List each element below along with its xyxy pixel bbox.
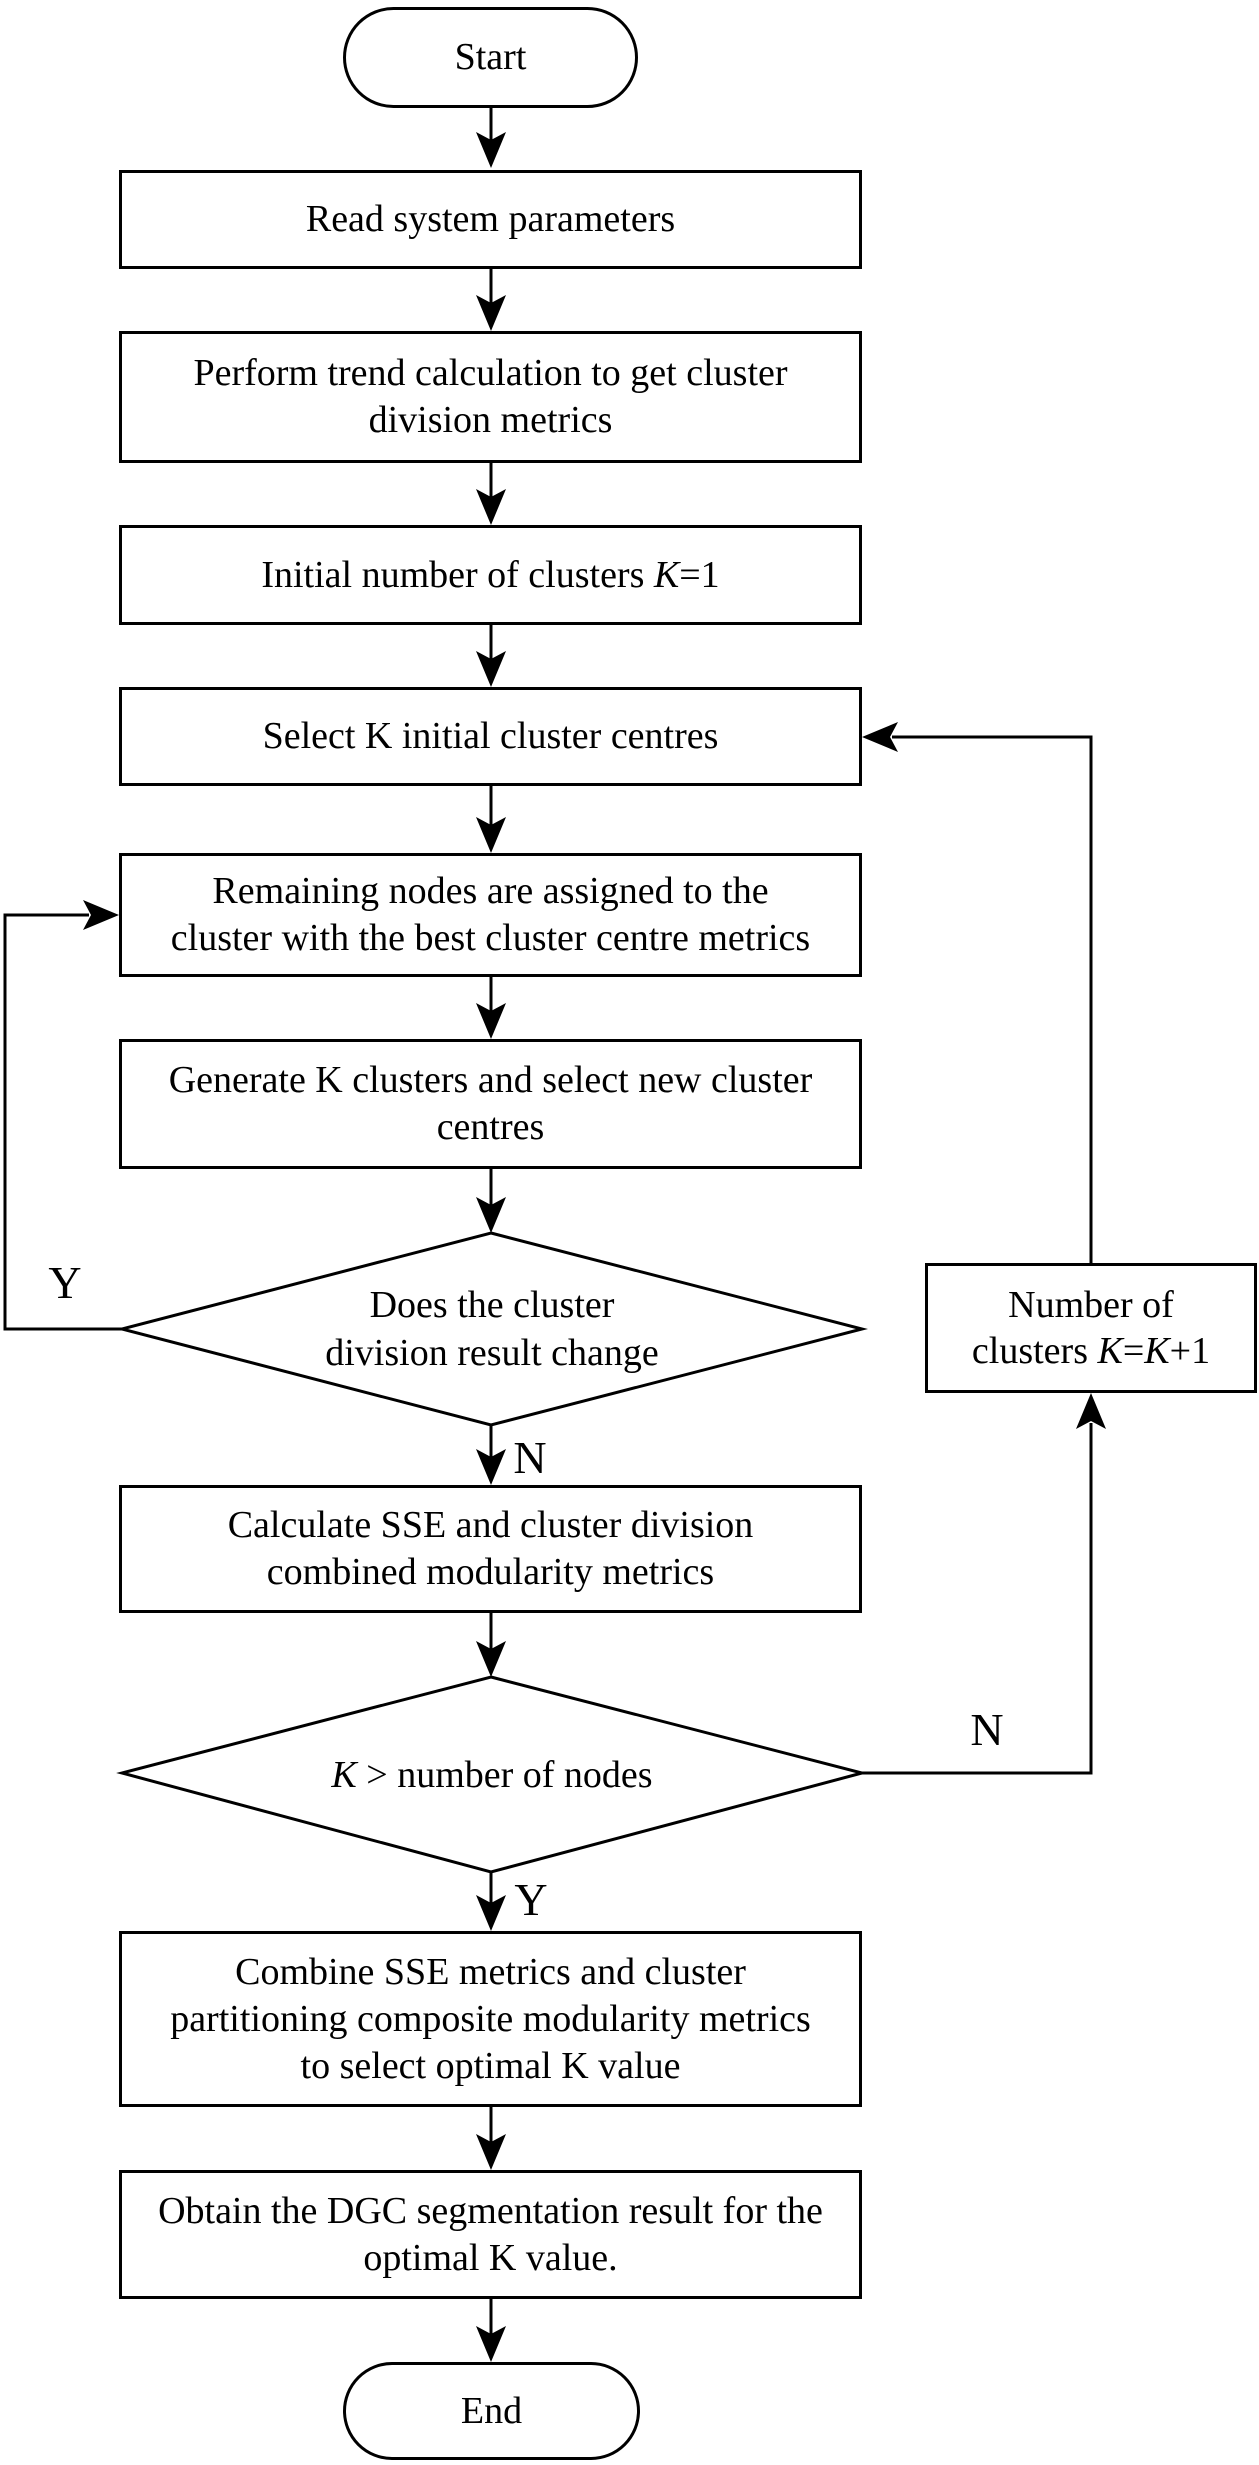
arrowhead-combine (476, 1895, 506, 1931)
decision-k-gt-nodes: K > number of nodes (122, 1677, 862, 1872)
process-obtain-result-line2: optimal K value. (363, 2236, 618, 2279)
start-label: Start (454, 36, 527, 78)
process-combine-metrics-line2: partitioning composite modularity metric… (170, 1997, 811, 2040)
process-trend-calculation-line1: Perform trend calculation to get cluster (193, 352, 788, 394)
process-select-centres-text: Select K initial cluster centres (262, 715, 719, 757)
process-generate-clusters-line1: Generate K clusters and select new clust… (168, 1059, 813, 1101)
edge-loop-left (3, 913, 122, 1331)
arrowhead-decision1 (476, 1197, 506, 1233)
edge-increment-select (892, 735, 1093, 1263)
process-read-parameters-text: Read system parameters (305, 198, 676, 240)
decision-division-change-line1: Does the cluster (369, 1284, 615, 1326)
process-initial-k: Initial number of clusters K=1 (119, 525, 862, 625)
arrowhead-decision2 (476, 1641, 506, 1677)
edge-label-yes-below-decision2: Y (514, 1874, 548, 1925)
process-combine-metrics-line1: Combine SSE metrics and cluster (235, 1950, 746, 1993)
decision-division-change: Does the cluster division result change (122, 1233, 862, 1425)
process-read-parameters: Read system parameters (119, 170, 862, 269)
edge-label-yes-left: Y (48, 1257, 82, 1308)
decision-division-change-line2: division result change (325, 1332, 659, 1374)
edge-label-no-below-decision1: N (513, 1432, 547, 1483)
process-combine-metrics: Combine SSE metrics and cluster partitio… (119, 1931, 862, 2107)
arrowhead-obtain (476, 2134, 506, 2170)
process-calculate-sse-line1: Calculate SSE and cluster division (227, 1504, 754, 1546)
arrowhead-end (476, 2326, 506, 2362)
process-calculate-sse: Calculate SSE and cluster division combi… (119, 1485, 862, 1613)
connector-lines (3, 108, 1093, 2334)
start-terminator: Start (343, 7, 638, 108)
process-trend-calculation-line2: division metrics (368, 399, 613, 441)
arrowhead-assign (476, 817, 506, 853)
process-increment-k-line2: clusters K=K+1 (971, 1330, 1211, 1372)
process-obtain-result-line1: Obtain the DGC segmentation result for t… (158, 2189, 823, 2232)
process-assign-nodes-line1: Remaining nodes are assigned to the (212, 870, 769, 912)
process-trend-calculation: Perform trend calculation to get cluster… (119, 331, 862, 463)
process-initial-k-text: Initial number of clusters K=1 (261, 553, 720, 596)
decision-change-shape (116, 1231, 868, 1427)
arrowhead-into-increment (1076, 1393, 1106, 1429)
process-generate-clusters: Generate K clusters and select new clust… (119, 1039, 862, 1169)
process-select-centres: Select K initial cluster centres (119, 687, 862, 786)
decision-shapes (116, 1231, 868, 1874)
process-assign-nodes-line2: cluster with the best cluster centre met… (170, 917, 811, 959)
arrowhead-trend (476, 295, 506, 331)
process-increment-k: Number of clusters K=K+1 (925, 1263, 1257, 1393)
process-assign-nodes: Remaining nodes are assigned to the clus… (119, 853, 862, 977)
arrowhead-init (476, 489, 506, 525)
process-generate-clusters-line2: centres (436, 1106, 545, 1148)
end-label: End (460, 2389, 523, 2432)
edge-decision2-increment (862, 1423, 1093, 1775)
arrowhead-read (476, 132, 506, 168)
arrowhead-generate (476, 1003, 506, 1039)
decision-k-shape (116, 1675, 868, 1874)
arrowhead-calc (476, 1449, 506, 1485)
arrowhead-select (476, 651, 506, 687)
arrowheads (83, 132, 1106, 2362)
arrowhead-into-select (862, 722, 898, 752)
decision-k-gt-nodes-text: K > number of nodes (331, 1753, 653, 1796)
process-combine-metrics-line3: to select optimal K value (300, 2044, 681, 2087)
end-terminator: End (343, 2362, 640, 2460)
edge-label-no-right-decision2: N (970, 1704, 1004, 1755)
process-calculate-sse-line2: combined modularity metrics (266, 1551, 715, 1593)
arrowhead-loop-into-assign (83, 900, 119, 930)
process-obtain-result: Obtain the DGC segmentation result for t… (119, 2170, 862, 2299)
process-increment-k-line1: Number of (1008, 1284, 1174, 1326)
